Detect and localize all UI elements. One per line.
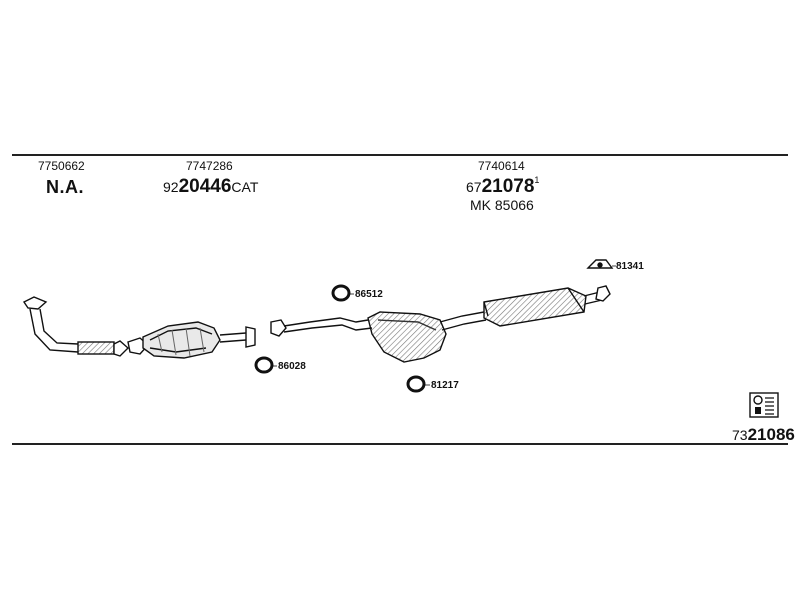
callout-81217: 81217 [431, 380, 459, 391]
part-main: 20446 [178, 176, 232, 197]
footer-main: 21086 [747, 425, 795, 444]
footer-prefix: 73 [732, 427, 748, 443]
part-prefix: 67 [466, 179, 482, 195]
ref-number-col2: 7747286 [186, 159, 233, 173]
catalytic-converter [127, 321, 256, 359]
part-prefix: 92 [163, 179, 179, 195]
top-divider [12, 154, 788, 156]
bottom-divider [12, 443, 788, 445]
footer-part-number: 7321086 [732, 426, 795, 444]
kit-number-col3: MK 85066 [470, 197, 534, 213]
part-main: 21078 [481, 176, 535, 197]
part-number-col3: 67210781 [466, 175, 540, 197]
part-superscript: 1 [534, 175, 540, 185]
label-col1: N.A. [46, 177, 84, 197]
callout-81341: 81341 [616, 261, 644, 272]
callout-86512: 86512 [355, 289, 383, 300]
ref-number-col3: 7740614 [478, 159, 525, 173]
gasket-ring-86512 [331, 284, 351, 302]
instruction-sheet-icon [749, 392, 779, 418]
part-suffix: CAT [231, 179, 259, 195]
part-number-col2: 9220446CAT [163, 177, 258, 196]
callout-86028: 86028 [278, 361, 306, 372]
ref-number-col1: 7750662 [38, 159, 85, 173]
leader-lines [272, 265, 616, 386]
gasket-ring-81217 [406, 375, 426, 393]
middle-silencer [270, 311, 487, 363]
front-downpipe [22, 296, 130, 357]
gasket-ring-86028 [254, 356, 274, 374]
rear-silencer [483, 285, 611, 327]
rubber-hanger-81341 [586, 259, 614, 269]
